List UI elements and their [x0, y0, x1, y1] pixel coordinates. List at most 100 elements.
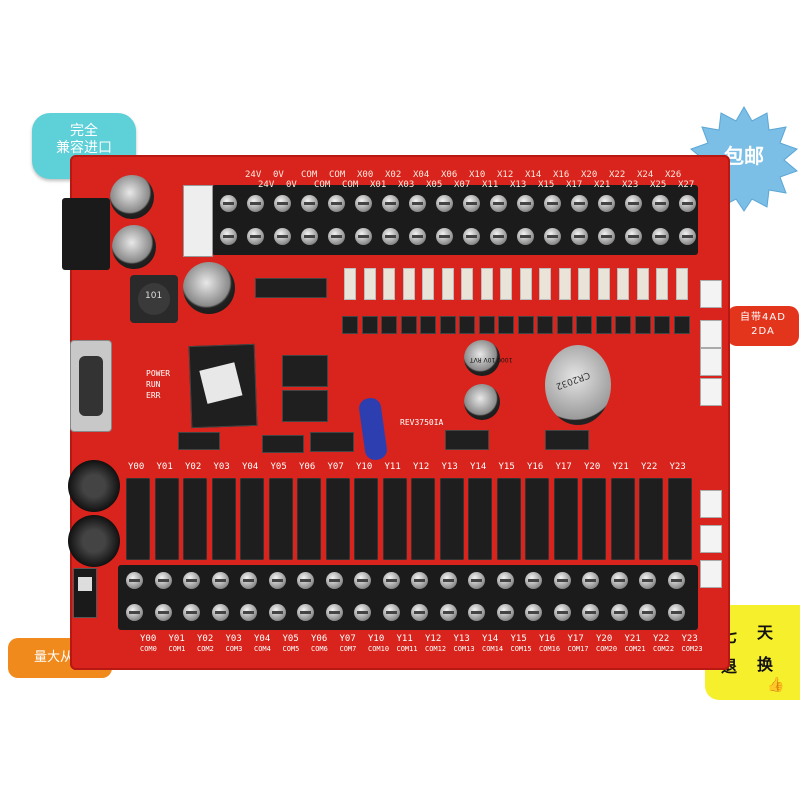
output-y-label: Y23 — [681, 634, 698, 644]
relay-label: Y10 — [356, 462, 373, 472]
relay — [240, 478, 264, 560]
terminal-screw — [652, 195, 669, 212]
input-terminal-label: X02 — [385, 170, 402, 180]
relay-label: Y00 — [128, 462, 145, 472]
output-y-label: Y00 — [140, 634, 157, 644]
relay — [582, 478, 606, 560]
logic-chip — [262, 435, 304, 453]
relay-label: Y15 — [498, 462, 515, 472]
input-terminal-label: X03 — [398, 180, 415, 190]
led-err-label: ERR — [146, 391, 161, 400]
output-y-label: Y15 — [510, 634, 527, 644]
output-y-label: Y02 — [197, 634, 214, 644]
resistor — [344, 268, 356, 300]
rp-char4: 换 — [757, 655, 774, 674]
terminal-screw — [439, 604, 457, 621]
terminal-screw — [544, 228, 561, 245]
output-y-label: Y05 — [282, 634, 299, 644]
terminal-screw — [525, 572, 542, 589]
free-shipping-text: 包邮 — [724, 144, 764, 168]
terminal-screw — [544, 195, 561, 212]
terminal-screw — [679, 195, 696, 212]
resistor — [578, 268, 590, 300]
terminal-screw — [126, 572, 143, 589]
white-connector — [700, 490, 722, 518]
resistor — [480, 268, 493, 300]
serial-port — [70, 340, 112, 432]
output-y-label: Y01 — [168, 634, 185, 644]
terminal-screw — [301, 228, 318, 245]
small-capacitor — [464, 384, 500, 420]
resistor — [539, 268, 551, 300]
output-com-label: COM10 — [368, 645, 390, 653]
terminal-screw — [610, 572, 628, 589]
coin-battery: CR2032 — [545, 345, 611, 425]
relay — [667, 478, 692, 560]
terminal-screw — [274, 195, 291, 212]
mini-din-port — [68, 460, 120, 512]
inductor: 101 — [130, 275, 178, 323]
resistor — [441, 268, 454, 300]
logic-chip — [445, 430, 489, 450]
input-terminal-label: X17 — [566, 180, 583, 190]
relay — [183, 478, 207, 560]
resistor — [402, 268, 415, 300]
logic-chip — [310, 432, 354, 452]
ad-da-line2: 2DA — [751, 326, 775, 337]
relay — [439, 478, 464, 560]
terminal-screw — [382, 228, 399, 245]
input-terminal-label: 24V — [258, 180, 275, 190]
relay-label: Y05 — [270, 462, 287, 472]
relay-label: Y13 — [441, 462, 458, 472]
relay-label: Y17 — [555, 462, 572, 472]
terminal-screw — [325, 604, 343, 621]
terminal-screw — [382, 195, 399, 212]
output-y-label: Y10 — [368, 634, 385, 644]
input-terminal-label: X14 — [525, 170, 542, 180]
relay — [325, 478, 350, 560]
output-com-label: COM21 — [624, 645, 646, 653]
terminal-screw — [355, 195, 372, 212]
terminal-screw — [679, 228, 696, 245]
input-terminal-label: X15 — [538, 180, 555, 190]
output-y-label: Y20 — [596, 634, 613, 644]
input-terminal-label: X26 — [665, 170, 682, 180]
terminal-screw — [211, 604, 229, 621]
output-com-label: COM1 — [168, 645, 186, 653]
input-terminal-label: X16 — [553, 170, 570, 180]
mode-switch[interactable] — [73, 568, 97, 618]
output-com-label: COM13 — [453, 645, 475, 653]
output-com-label: COM0 — [140, 645, 157, 653]
relay-label: Y03 — [213, 462, 230, 472]
output-com-label: COM22 — [653, 645, 675, 653]
logic-chip — [545, 430, 589, 450]
terminal-screw — [354, 604, 371, 621]
optocoupler — [556, 316, 573, 334]
input-terminal-label: 24V — [245, 170, 262, 180]
inductor-label: 101 — [145, 291, 163, 301]
optocoupler — [361, 316, 378, 334]
resistor — [675, 268, 688, 300]
terminal-screw — [220, 195, 237, 212]
input-terminal-label: X04 — [413, 170, 430, 180]
terminal-screw — [354, 572, 371, 589]
electrolytic-capacitor — [112, 225, 156, 269]
optocoupler — [517, 316, 534, 334]
terminal-screw — [411, 572, 428, 589]
thumbs-up-icon: 👍 — [767, 677, 785, 693]
optocoupler — [400, 316, 417, 334]
terminal-screw — [409, 195, 426, 212]
input-terminal-label: COM — [301, 170, 318, 180]
terminal-screw — [439, 572, 457, 589]
output-com-label: COM15 — [510, 645, 532, 653]
output-com-label: COM6 — [311, 645, 328, 653]
optocoupler — [342, 316, 358, 334]
white-connector — [700, 560, 722, 588]
resistor — [500, 268, 512, 300]
chip-sticker — [199, 362, 243, 404]
terminal-screw — [183, 604, 200, 621]
white-connector — [700, 378, 722, 406]
input-terminal-label: X22 — [609, 170, 626, 180]
terminal-screw — [297, 604, 314, 621]
terminal-screw — [297, 572, 314, 589]
